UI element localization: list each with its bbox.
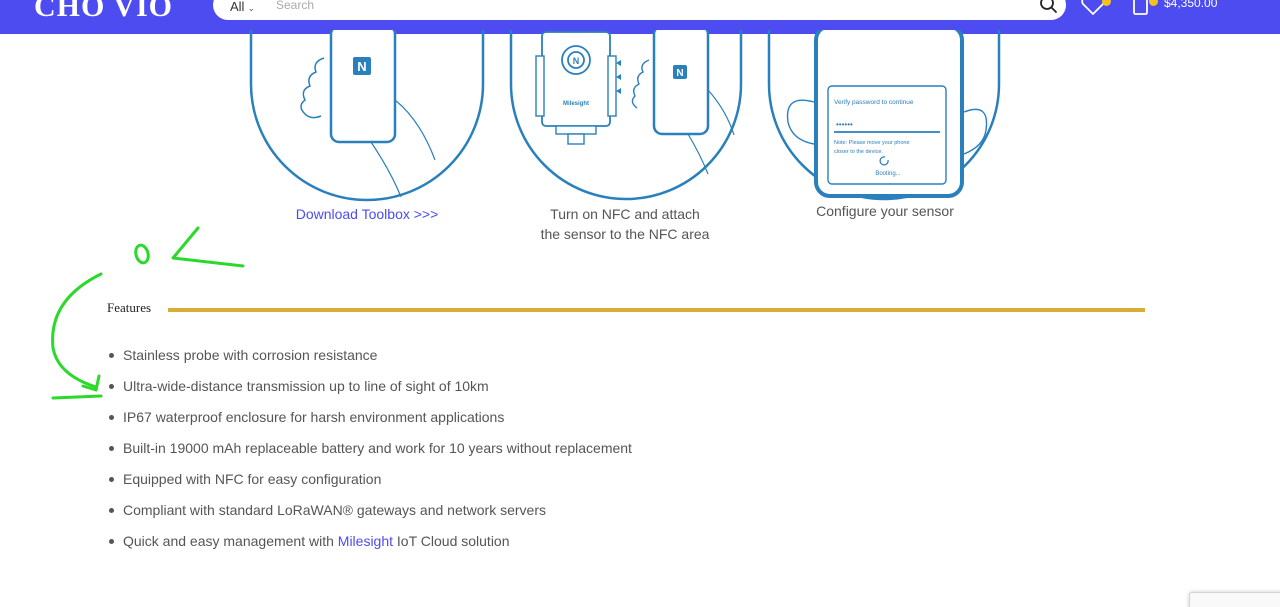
feature-text-before: Quick and easy management with xyxy=(123,533,338,549)
download-toolbox-illustration: N xyxy=(249,30,485,202)
svg-text:N: N xyxy=(357,59,366,74)
search-bar: All⌄ xyxy=(213,0,1066,20)
features-list: Stainless probe with corrosion resistanc… xyxy=(106,341,632,558)
nfc-attach-caption: Turn on NFC and attach the sensor to the… xyxy=(500,204,750,244)
wishlist-badge xyxy=(1102,0,1111,6)
feature-text: Stainless probe with corrosion resistanc… xyxy=(123,347,378,363)
bullet-icon xyxy=(109,415,114,420)
svg-text:closer to the device.: closer to the device. xyxy=(834,149,883,155)
feature-item: IP67 waterproof enclosure for harsh envi… xyxy=(106,403,632,434)
milesight-link[interactable]: Milesight xyxy=(337,533,394,549)
feature-item: Ultra-wide-distance transmission up to l… xyxy=(106,372,632,403)
feature-item: Quick and easy management with Milesight… xyxy=(106,527,632,558)
features-divider xyxy=(168,308,1145,312)
svg-text:Note: Please move your phone: Note: Please move your phone xyxy=(834,140,910,146)
svg-text:Verify password to continue: Verify password to continue xyxy=(834,99,914,106)
feature-text: IP67 waterproof enclosure for harsh envi… xyxy=(123,409,505,425)
spinner-icon xyxy=(879,156,889,166)
bullet-icon xyxy=(109,477,114,482)
download-toolbox-link[interactable]: Download Toolbox >>> xyxy=(295,206,439,222)
feature-item: Equipped with NFC for easy configuration xyxy=(106,465,632,496)
bullet-icon xyxy=(109,446,114,451)
caption-line: Turn on NFC and attach xyxy=(550,206,700,222)
configure-sensor-caption: Configure your sensor xyxy=(816,203,954,219)
bullet-icon xyxy=(109,539,114,544)
recaptcha-badge[interactable] xyxy=(1189,592,1280,607)
feature-text: Compliant with standard LoRaWAN® gateway… xyxy=(123,502,546,518)
svg-text:Booting...: Booting... xyxy=(875,171,901,177)
bullet-icon xyxy=(109,353,114,358)
nfc-icon: N xyxy=(673,65,687,79)
feature-text-after: IoT Cloud solution xyxy=(393,533,510,549)
category-label: All xyxy=(230,0,245,14)
svg-text:N: N xyxy=(676,68,683,79)
svg-text:Milesight: Milesight xyxy=(563,101,589,107)
svg-text:N: N xyxy=(573,56,580,66)
configure-sensor-illustration: Verify password to continue •••••• Note:… xyxy=(767,30,1001,201)
cart-icon[interactable] xyxy=(1130,0,1152,16)
site-header: CHO VIO All⌄ $4,350.00 xyxy=(0,0,1280,34)
feature-item: Stainless probe with corrosion resistanc… xyxy=(106,341,632,372)
search-icon[interactable] xyxy=(1038,0,1058,14)
chevron-down-icon: ⌄ xyxy=(247,3,255,13)
bullet-icon xyxy=(109,508,114,513)
nfc-attach-illustration: N Milesight N xyxy=(509,30,743,201)
bullet-icon xyxy=(109,384,114,389)
feature-item: Built-in 19000 mAh replaceable battery a… xyxy=(106,434,632,465)
svg-text:••••••: •••••• xyxy=(836,120,853,129)
cart-total[interactable]: $4,350.00 xyxy=(1164,0,1218,10)
sensor-device-icon: N Milesight xyxy=(535,31,617,145)
feature-item: Compliant with standard LoRaWAN® gateway… xyxy=(106,496,632,527)
feature-text: Built-in 19000 mAh replaceable battery a… xyxy=(123,440,632,456)
caption-line: the sensor to the NFC area xyxy=(540,226,710,242)
search-input[interactable] xyxy=(276,0,976,12)
feature-text: Ultra-wide-distance transmission up to l… xyxy=(123,378,489,394)
nfc-icon: N xyxy=(353,57,371,75)
category-select[interactable]: All⌄ xyxy=(230,0,255,15)
site-logo[interactable]: CHO VIO xyxy=(34,0,173,23)
features-heading: Features xyxy=(107,300,152,315)
feature-text: Equipped with NFC for easy configuration xyxy=(123,471,382,487)
cart-badge xyxy=(1149,0,1158,6)
